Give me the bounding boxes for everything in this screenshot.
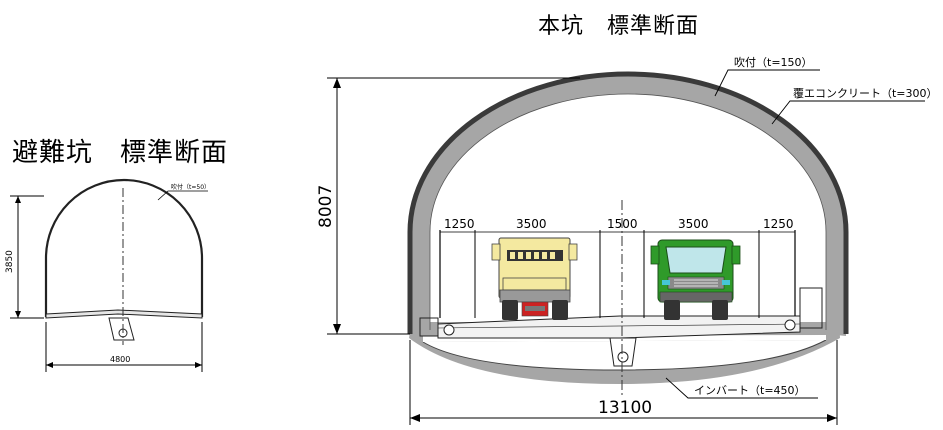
left-curb — [419, 317, 439, 337]
main-section-title: 本坑 標準断面 — [538, 14, 700, 39]
shotcrete-leader — [714, 69, 820, 97]
main-tunnel-section: 1250 3500 1500 3500 1250 — [316, 56, 938, 425]
lane-dim-2: 3500 — [516, 217, 547, 231]
evac-tunnel-section: 3850 4800 吹付（t=50） — [5, 178, 210, 372]
evac-road-deck — [45, 309, 203, 319]
lane-dim-4: 3500 — [678, 217, 709, 231]
lane-dim-3: 1500 — [607, 217, 638, 231]
truck-left — [491, 237, 578, 320]
main-width-dim: 13100 — [598, 398, 652, 418]
right-drain-pipe — [784, 319, 796, 331]
evac-shotcrete-leader — [157, 190, 208, 201]
left-drain-pipe — [443, 324, 455, 336]
road-slab — [437, 315, 801, 339]
evac-width-dim: 4800 — [110, 355, 130, 364]
invert-label: インバート（t=450） — [694, 384, 806, 397]
right-curb — [799, 287, 823, 329]
lining-leader — [771, 100, 925, 125]
invert-leader — [665, 377, 818, 399]
shotcrete-layer — [407, 71, 849, 334]
clearance-envelope — [439, 230, 796, 318]
main-height-dim: 8007 — [316, 185, 336, 228]
evac-section-title: 避難坑 標準断面 — [12, 138, 229, 168]
lane-dim-5: 1250 — [763, 217, 794, 231]
lane-dim-1: 1250 — [444, 217, 475, 231]
truck-right — [650, 239, 741, 320]
evac-shotcrete-label: 吹付（t=50） — [171, 183, 210, 191]
evac-height-dim: 3850 — [5, 250, 15, 273]
center-drain-pipe — [617, 351, 629, 363]
lane-dividers — [474, 230, 760, 318]
lining-label: 覆エコンクリート（t=300） — [793, 87, 938, 100]
shotcrete-label: 吹付（t=150） — [734, 56, 813, 69]
evac-tunnel-arch — [44, 178, 204, 317]
